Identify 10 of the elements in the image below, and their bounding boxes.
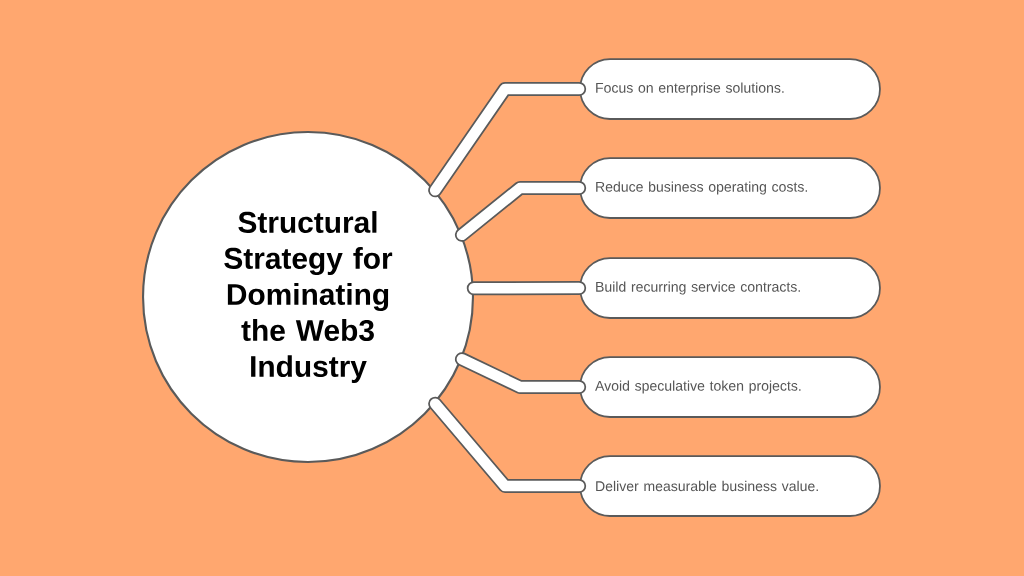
step-pill: Avoid speculative token projects. [579, 356, 881, 418]
connector-line [454, 352, 587, 395]
step-pill: Focus on enterprise solutions. [579, 58, 881, 120]
step-pill: Reduce business operating costs. [579, 157, 881, 219]
connector-line [428, 82, 587, 198]
connector-line [454, 181, 587, 242]
step-pill: Deliver measurable business value. [579, 455, 881, 517]
connector-line [466, 280, 587, 296]
connector-line [428, 396, 587, 494]
step-pill: Build recurring service contracts. [579, 257, 881, 319]
